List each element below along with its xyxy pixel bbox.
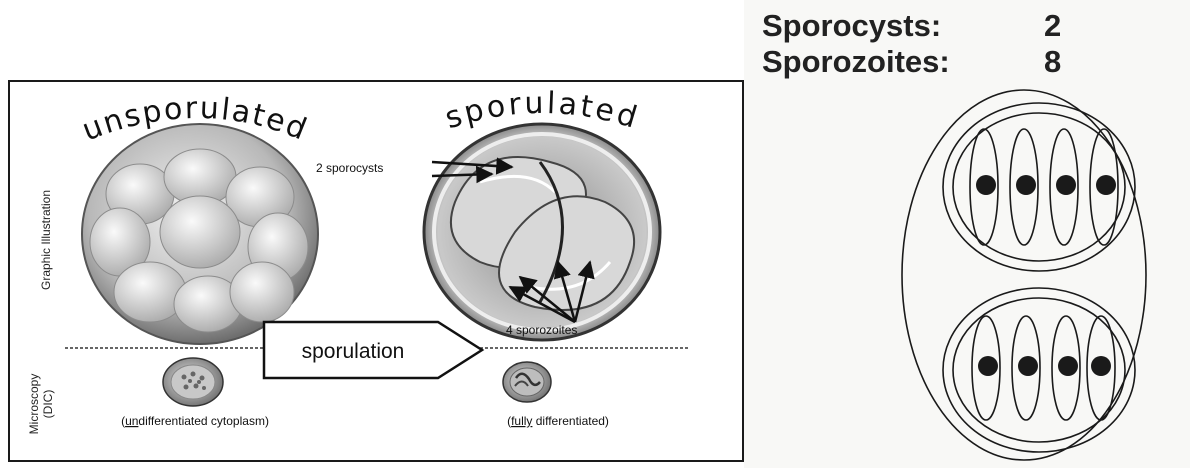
caption-fully-differentiated: (fully differentiated) [507,414,609,428]
nucleus [1018,356,1038,376]
unsporulated-oocyst-illustration [82,124,318,344]
sporocyst-sporozoite-schematic: Sporocysts: 2 Sporozoites: 8 [744,0,1190,468]
nucleus [1091,356,1111,376]
nucleus [1096,175,1116,195]
row-label-microscopy: Microscopy [27,374,41,435]
microscopy-sporulated-image [503,362,551,402]
sporulation-label: sporulation [302,340,405,363]
unsporulated-vs-sporulated-figure: unsporulated sporulated Graphic Illustra… [8,80,744,462]
sporulated-oocyst-illustration [424,124,660,340]
oocyst-schematic-canvas [744,0,1190,468]
row-label-graphic-illustration: Graphic Illustration [39,190,53,290]
left-figure-canvas: unsporulated sporulated Graphic Illustra… [10,82,746,464]
label-4-sporozoites: 4 sporozoites [506,323,577,337]
nucleus [1058,356,1078,376]
nucleus [978,356,998,376]
nucleus [1056,175,1076,195]
caption-undifferentiated-cytoplasm: (undifferentiated cytoplasm) [121,414,269,428]
sporulation-process-arrow: sporulation [264,322,482,378]
label-2-sporocysts: 2 sporocysts [316,161,383,175]
nucleus [976,175,996,195]
microscopy-unsporulated-image [163,358,223,406]
nucleus [1016,175,1036,195]
row-label-dic: (DIC) [41,390,55,419]
